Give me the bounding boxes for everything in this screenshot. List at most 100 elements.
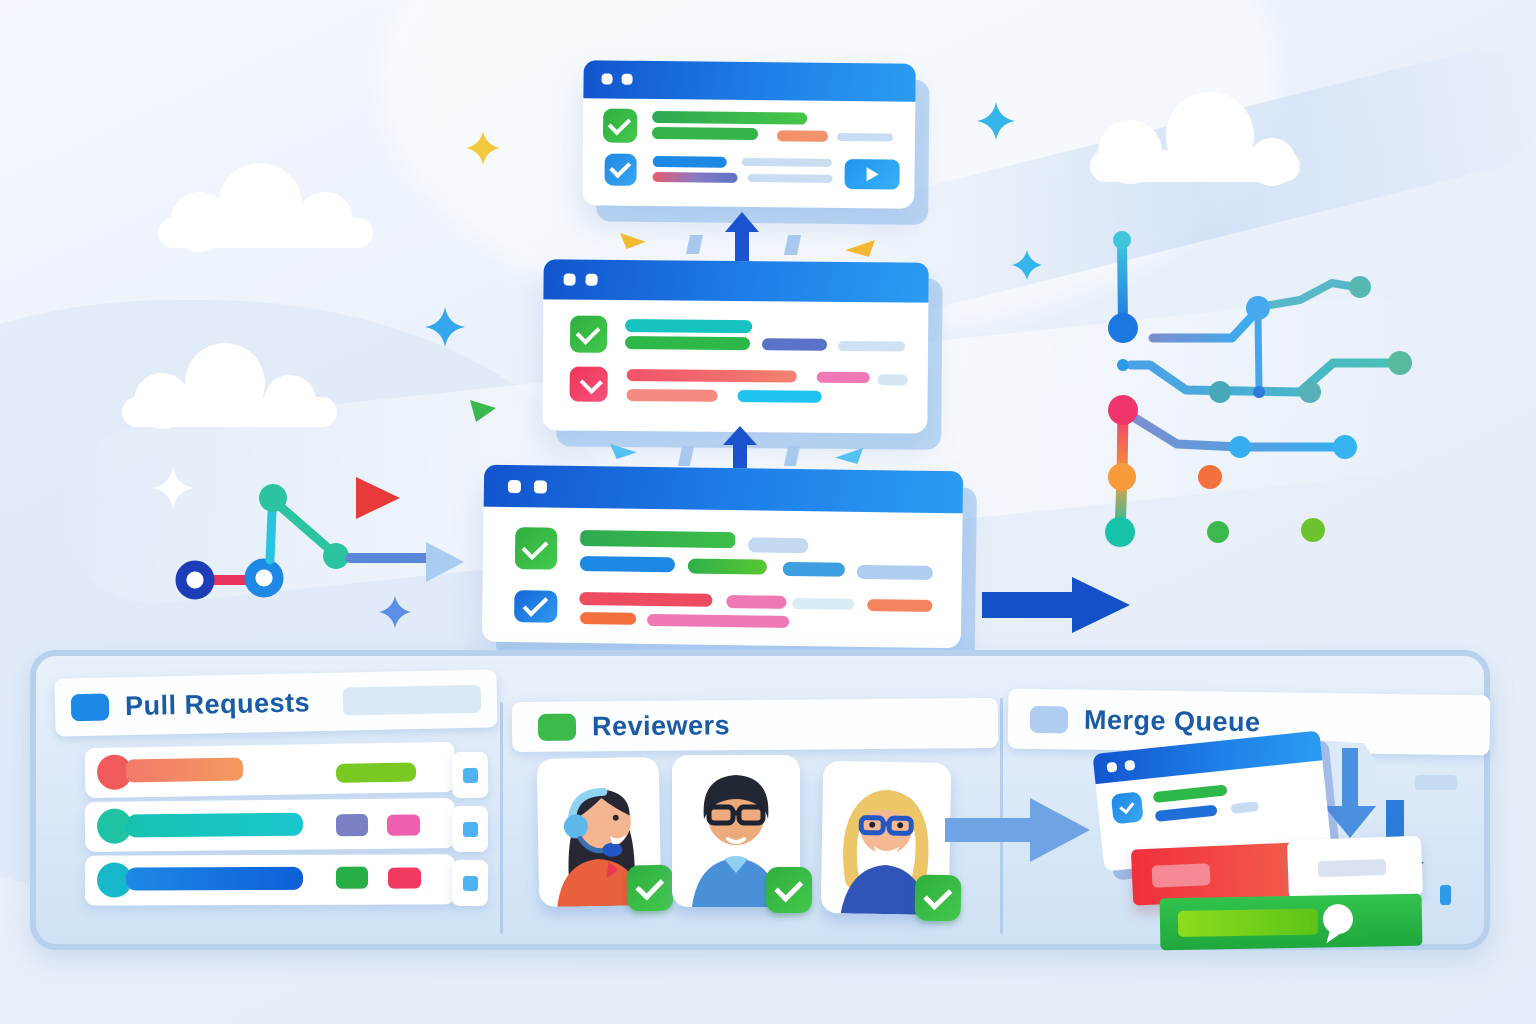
window-dot (1124, 759, 1136, 771)
approved-badge (626, 864, 674, 912)
status-bar (726, 595, 787, 609)
status-bar (652, 171, 738, 183)
status-bar (652, 110, 808, 125)
section-title: Pull Requests (124, 686, 311, 721)
check-passed-badge (569, 315, 608, 353)
merge-queue-icon (1029, 705, 1069, 733)
status-bar (747, 173, 833, 183)
window-titlebar (583, 60, 916, 102)
check-passed-badge (514, 527, 558, 570)
row-action-button[interactable] (452, 806, 488, 852)
status-bar (579, 556, 675, 573)
row-action-button[interactable] (451, 859, 489, 907)
motion-flick (845, 240, 875, 257)
reviewer-blonde-woman (840, 790, 929, 915)
check-queued-badge (1110, 791, 1144, 825)
status-bar (776, 130, 829, 142)
status-bar (877, 374, 908, 386)
status-bar (652, 155, 727, 168)
action-icon (462, 875, 478, 891)
send-icon (866, 167, 879, 182)
window-dot (601, 73, 613, 85)
pull-request-row[interactable] (84, 741, 456, 799)
motion-flick (620, 233, 646, 249)
status-bar (579, 592, 713, 607)
cloud (122, 343, 337, 429)
status-bar (836, 132, 894, 142)
status-bar (647, 613, 790, 628)
check-icon (521, 532, 549, 560)
window-titlebar (543, 259, 929, 303)
window-dot (507, 479, 522, 494)
check-icon (608, 156, 631, 179)
status-bar (741, 157, 832, 167)
sparkle-icon (152, 467, 194, 509)
status-bar (687, 558, 767, 575)
status-bar (1230, 801, 1260, 815)
arrow-right-icon (982, 577, 1130, 633)
arrow-right-icon (945, 798, 1090, 862)
status-bar (737, 390, 822, 403)
sparkle-icon (1012, 250, 1042, 280)
send-button[interactable] (844, 159, 900, 190)
pr-label-pill (335, 813, 369, 837)
decor-pill (1415, 775, 1457, 790)
status-bar (626, 369, 797, 383)
sparkle-icon (466, 131, 500, 165)
status-bar (580, 612, 637, 625)
reviewer-card[interactable] (536, 756, 674, 912)
status-bar (651, 126, 759, 141)
status-bar (856, 564, 933, 580)
reviewer-glasses-man (692, 775, 780, 907)
check-icon (522, 591, 548, 617)
browser-window-top (582, 60, 916, 209)
row-action-button[interactable] (451, 751, 489, 799)
status-bar (1151, 863, 1211, 888)
decor-pill (1440, 885, 1451, 905)
reviewer-card[interactable] (820, 760, 962, 922)
pr-label-pill (387, 867, 422, 889)
cloud (1090, 92, 1300, 186)
motion-flick (835, 448, 863, 464)
status-bar (580, 530, 736, 549)
status-bar (625, 319, 753, 334)
merge-queue-item-green[interactable] (1159, 893, 1423, 951)
browser-window-bottom (481, 464, 964, 649)
check-icon (1118, 797, 1134, 814)
progress-bar (1177, 908, 1319, 937)
window-titlebar (483, 464, 964, 514)
motion-flick (685, 235, 704, 254)
reviewers-icon (537, 713, 577, 741)
cloud (158, 163, 373, 252)
check-queued-badge (604, 153, 637, 186)
window-dot (533, 480, 548, 494)
merge-queue-item-white (1286, 835, 1424, 901)
check-icon (922, 881, 952, 911)
browser-window-middle (542, 259, 929, 434)
pr-title-bar (125, 757, 244, 783)
pull-request-row[interactable] (84, 798, 456, 852)
motion-flick (610, 444, 637, 459)
motion-flick (783, 446, 801, 466)
status-bar (626, 389, 718, 402)
status-bar (837, 340, 906, 352)
chevron-down-icon (579, 370, 603, 394)
arrow-up-icon (725, 212, 759, 266)
sparkle-icon (425, 307, 465, 347)
check-icon (634, 871, 664, 901)
reviewer-card[interactable] (672, 755, 812, 913)
check-icon (607, 112, 631, 135)
pr-label-pill (386, 814, 421, 836)
arrow-down-icon (1324, 748, 1376, 838)
status-bar (1154, 804, 1218, 822)
reviewer-headset-woman (557, 787, 644, 907)
status-bar (792, 597, 855, 610)
pull-request-row[interactable] (84, 854, 456, 906)
pr-label-pill (335, 762, 417, 783)
status-bar (1317, 858, 1387, 878)
section-divider (1000, 698, 1003, 934)
pr-label-pill (335, 866, 369, 889)
window-dot (1106, 761, 1118, 773)
check-queued-badge (514, 590, 558, 623)
status-bar (816, 371, 870, 384)
